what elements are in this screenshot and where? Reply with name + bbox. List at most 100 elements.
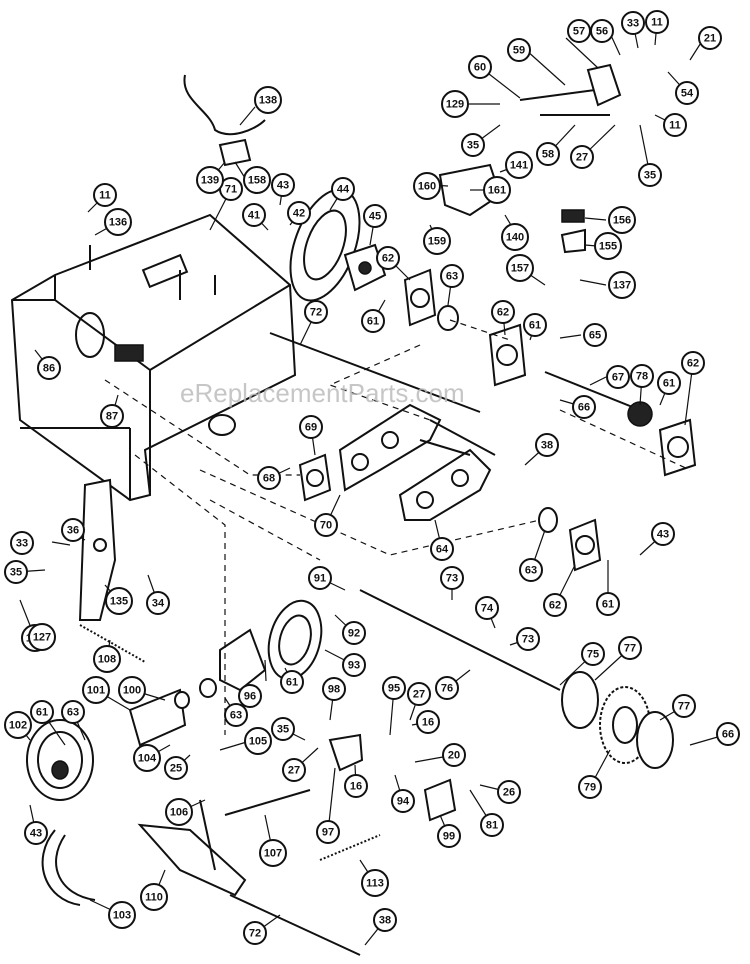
callout-label: 61 [529, 320, 541, 332]
callout-78: 78 [630, 364, 654, 388]
callout-label: 45 [369, 211, 381, 223]
callout-label: 73 [446, 573, 458, 585]
callout-label: 96 [244, 691, 256, 703]
callout-38: 38 [535, 433, 559, 457]
callout-label: 87 [106, 411, 118, 423]
callout-34: 34 [146, 591, 170, 615]
callout-63: 63 [440, 264, 464, 288]
callout-69: 69 [299, 415, 323, 439]
callout-label: 159 [428, 236, 446, 248]
callout-27: 27 [407, 682, 431, 706]
callout-label: 69 [305, 422, 317, 434]
callout-139: 139 [196, 166, 224, 194]
callout-label: 62 [549, 600, 561, 612]
callout-92: 92 [342, 621, 366, 645]
callout-label: 62 [497, 307, 509, 319]
callout-20: 20 [442, 743, 466, 767]
callout-62: 62 [681, 351, 705, 375]
callout-label: 100 [123, 685, 141, 697]
callout-label: 33 [16, 538, 28, 550]
callout-94: 94 [391, 789, 415, 813]
callout-label: 104 [138, 753, 157, 765]
callout-label: 95 [388, 683, 400, 695]
callout-label: 73 [522, 634, 534, 646]
callout-56: 56 [590, 19, 614, 43]
callout-label: 26 [503, 787, 515, 799]
callout-label: 54 [681, 88, 694, 100]
callout-label: 63 [230, 710, 242, 722]
callout-61: 61 [30, 700, 54, 724]
callout-61: 61 [657, 371, 681, 395]
callout-label: 61 [663, 378, 675, 390]
callout-100: 100 [118, 676, 146, 704]
callout-106: 106 [165, 798, 193, 826]
callout-105: 105 [244, 727, 272, 755]
callout-113: 113 [361, 869, 389, 897]
callout-label: 136 [109, 217, 127, 229]
alignment-lines [104, 319, 691, 735]
callout-77: 77 [672, 694, 696, 718]
callout-61: 61 [280, 670, 304, 694]
callout-label: 135 [110, 596, 128, 608]
callout-label: 66 [722, 729, 734, 741]
callout-66: 66 [572, 395, 596, 419]
callout-label: 16 [422, 717, 434, 729]
callout-67: 67 [606, 365, 630, 389]
callout-38: 38 [373, 908, 397, 932]
callout-label: 160 [418, 181, 436, 193]
callout-81: 81 [480, 813, 504, 837]
callout-label: 63 [446, 271, 458, 283]
callout-141: 141 [505, 151, 533, 179]
callout-61: 61 [523, 313, 547, 337]
callout-61: 61 [596, 592, 620, 616]
callout-41: 41 [242, 203, 266, 227]
callout-86: 86 [37, 356, 61, 380]
callout-label: 110 [145, 892, 163, 904]
callout-159: 159 [423, 227, 451, 255]
callout-label: 60 [474, 62, 486, 74]
callout-label: 27 [576, 152, 588, 164]
callout-129: 129 [441, 90, 469, 118]
frame-64 [338, 403, 496, 521]
callout-16: 16 [416, 710, 440, 734]
callout-26: 26 [497, 780, 521, 804]
callout-62: 62 [543, 593, 567, 617]
callout-33: 33 [621, 11, 645, 35]
callout-label: 140 [506, 232, 524, 244]
callout-79: 79 [578, 775, 602, 799]
callout-label: 35 [644, 170, 656, 182]
callout-label: 103 [113, 910, 131, 922]
callout-156: 156 [608, 206, 636, 234]
callout-label: 94 [397, 796, 410, 808]
callout-label: 44 [337, 184, 350, 196]
callout-label: 129 [446, 99, 464, 111]
callout-label: 81 [486, 820, 498, 832]
callout-61: 61 [361, 309, 385, 333]
callout-11: 11 [663, 113, 687, 137]
callout-label: 56 [596, 26, 608, 38]
callout-63: 63 [224, 703, 248, 727]
callout-99: 99 [437, 824, 461, 848]
callout-27: 27 [282, 758, 306, 782]
callout-label: 35 [467, 140, 479, 152]
callout-label: 61 [367, 316, 379, 328]
callout-103: 103 [108, 901, 136, 929]
callout-43: 43 [271, 173, 295, 197]
callout-35: 35 [271, 717, 295, 741]
callout-66: 66 [716, 722, 740, 746]
callout-161: 161 [483, 176, 511, 204]
callout-93: 93 [342, 653, 366, 677]
callout-label: 77 [678, 701, 690, 713]
callout-72: 72 [243, 921, 267, 945]
callout-label: 75 [587, 649, 599, 661]
callout-25: 25 [164, 756, 188, 780]
callout-label: 127 [33, 632, 51, 644]
callout-label: 72 [310, 307, 322, 319]
callout-label: 43 [657, 529, 669, 541]
callout-label: 78 [636, 371, 648, 383]
callout-label: 42 [293, 208, 305, 220]
callout-label: 63 [525, 565, 537, 577]
callout-label: 70 [320, 520, 332, 532]
wheel-93 [267, 599, 323, 681]
callout-label: 161 [488, 185, 506, 197]
